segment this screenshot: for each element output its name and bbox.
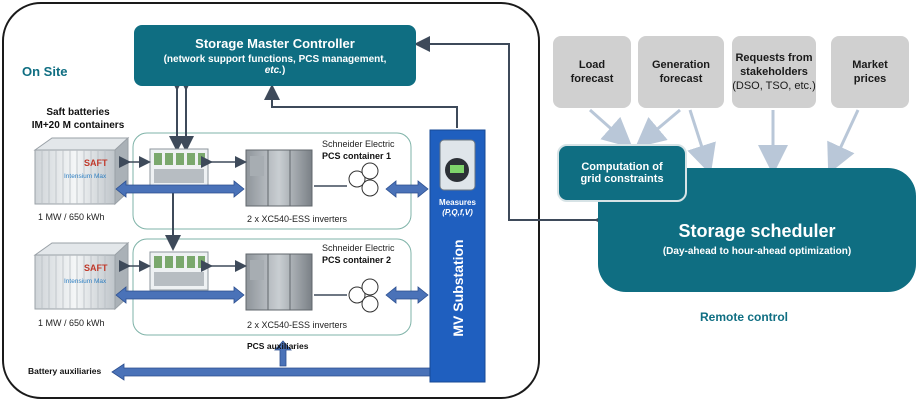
input-line: Generation: [651, 59, 711, 71]
input-line: forecast: [659, 73, 703, 85]
measures-title: Measures: [439, 198, 476, 207]
container-brand: SAFT: [84, 263, 108, 273]
measures-feedback-line: [264, 84, 458, 128]
on-site-label: On Site: [22, 64, 68, 79]
measures-label: Measures (P,Q,f,V): [432, 198, 483, 218]
input-arrows: [589, 108, 860, 175]
controller-subtitle-tail: etc.): [265, 65, 286, 76]
battery-rating-1: 1 MW / 650 kWh: [38, 212, 105, 222]
controller-title: Storage Master Controller: [195, 35, 355, 51]
grid-constraints-line1: Computation of: [581, 161, 663, 173]
plc-module-1: [149, 148, 209, 188]
batteries-title-line2: IM+20 M containers: [31, 120, 125, 131]
pcs1-vendor: Schneider Electric: [322, 139, 395, 149]
container-product: Intensium Max: [64, 173, 107, 180]
grid-constraints-box: Computation of grid constraints: [557, 144, 687, 202]
pcs2-inverters: 2 x XC540-ESS inverters: [247, 320, 348, 330]
grid-constraints-line2: grid constraints: [580, 173, 664, 185]
pcs1-inverters: 2 x XC540-ESS inverters: [247, 214, 348, 224]
input-market-prices: Market prices: [831, 36, 909, 108]
scheduler-controller-link: [414, 36, 610, 228]
container-product: Intensium Max: [64, 278, 107, 285]
inverter-cabinet-1: [245, 149, 313, 207]
batteries-title-line1: Saft batteries: [46, 107, 110, 118]
input-line: Market: [852, 59, 888, 71]
controller-pcs-links: [165, 75, 194, 251]
measures-values: (P,Q,f,V): [442, 208, 473, 217]
input-line: forecast: [570, 73, 614, 85]
plc-module-2: [149, 251, 209, 291]
scheduler-subtitle: (Day-ahead to hour-ahead optimization): [662, 246, 852, 257]
battery-rating-2: 1 MW / 650 kWh: [38, 318, 105, 328]
input-load-forecast: Load forecast: [553, 36, 631, 108]
mv-substation-label: MV Substation: [450, 239, 466, 337]
input-line: stakeholders: [740, 66, 808, 78]
controller-subtitle-italic: etc.: [264, 64, 282, 76]
pcs2-vendor: Schneider Electric: [322, 243, 395, 253]
inverter-cabinet-2: [245, 253, 313, 311]
input-line: Load: [578, 59, 606, 71]
scheduler-title: Storage scheduler: [678, 221, 836, 241]
transformer-symbol-1: [348, 162, 379, 197]
remote-control-label: Remote control: [700, 310, 789, 324]
batteries-title: Saft batteries IM+20 M containers: [18, 106, 138, 132]
transformer-symbol-2: [348, 278, 379, 313]
storage-master-controller: Storage Master Controller (network suppo…: [134, 25, 416, 86]
meter-icon: [439, 139, 476, 191]
input-line: Requests from: [735, 52, 813, 64]
saft-container-2: SAFT Intensium Max: [33, 241, 130, 311]
pcs2-name: PCS container 2: [322, 255, 392, 265]
input-generation-forecast: Generation forecast: [638, 36, 724, 108]
saft-container-1: SAFT Intensium Max: [33, 136, 130, 206]
power-flow-arrows: [111, 180, 431, 381]
pcs-auxiliaries-label: PCS auxiliaries: [247, 341, 309, 351]
controller-subtitle-end: ): [281, 64, 286, 76]
pcs1-name: PCS container 1: [322, 151, 392, 161]
input-line: prices: [853, 73, 887, 85]
battery-auxiliaries-label: Battery auxiliaries: [28, 366, 102, 376]
input-line: (DSO, TSO, etc.): [732, 80, 816, 92]
container-brand: SAFT: [84, 158, 108, 168]
pcs-container-2-frame: [132, 238, 412, 336]
input-stakeholder-requests: Requests from stakeholders (DSO, TSO, et…: [732, 36, 816, 108]
controller-subtitle: (network support functions, PCS manageme…: [164, 54, 387, 65]
controller-subtitle-main: (network support functions, PCS manageme…: [163, 53, 387, 65]
pcs-container-1-frame: [132, 132, 412, 230]
